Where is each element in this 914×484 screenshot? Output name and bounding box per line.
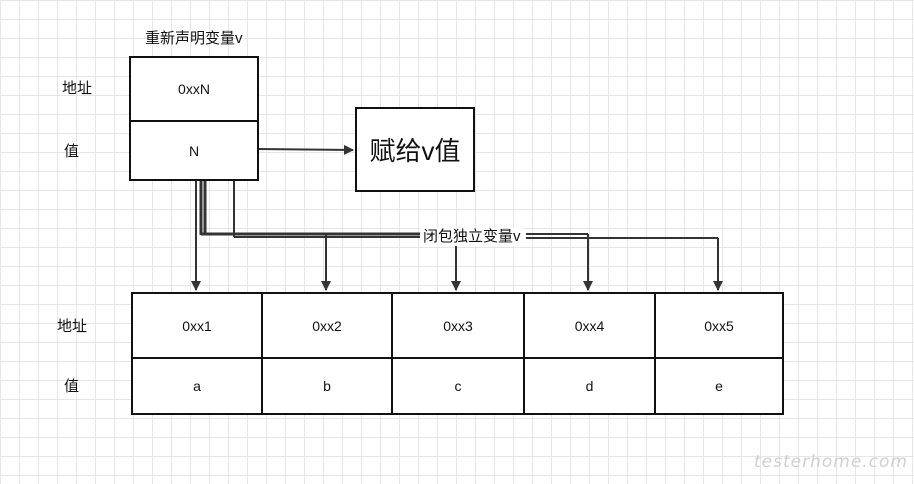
redeclare-caption: 重新声明变量v <box>145 30 243 47</box>
value-text: d <box>585 378 594 394</box>
closure-variable-label: 闭包独立变量v <box>421 228 523 246</box>
array-address-cell-3: 0xx3 <box>391 292 525 359</box>
array-address-cell-1: 0xx1 <box>131 292 263 359</box>
address-text: 0xx2 <box>312 317 342 334</box>
array-value-cell-4: d <box>523 357 656 415</box>
top-value-label: 值 <box>64 143 80 160</box>
array-address-label: 地址 <box>57 318 88 335</box>
array-value-label: 值 <box>64 378 80 395</box>
array-value-cell-2: b <box>261 357 393 415</box>
assign-value-box: 赋给v值 <box>355 107 475 192</box>
address-text: 0xx3 <box>443 317 473 334</box>
arrow-to-assign <box>257 144 354 155</box>
top-address-label: 地址 <box>62 80 93 97</box>
top-value-cell: N <box>129 120 259 181</box>
value-text: b <box>323 378 331 394</box>
top-address-text: 0xxN <box>178 81 210 97</box>
array-value-cell-3: c <box>391 357 525 415</box>
array-address-cell-2: 0xx2 <box>261 292 393 359</box>
array-address-cell-4: 0xx4 <box>523 292 656 359</box>
address-text: 0xx1 <box>182 317 212 334</box>
array-address-cell-5: 0xx5 <box>654 292 784 359</box>
address-text: 0xx4 <box>574 317 605 334</box>
value-text: a <box>193 378 201 394</box>
top-value-text: N <box>188 142 200 159</box>
value-text: c <box>454 378 462 394</box>
watermark: testerhome.com <box>753 452 908 472</box>
array-value-cell-5: e <box>654 357 784 415</box>
address-text: 0xx5 <box>704 317 734 334</box>
array-value-cell-1: a <box>131 357 263 415</box>
top-address-cell: 0xxN <box>129 56 259 122</box>
value-text: e <box>715 378 723 394</box>
assign-value-text: 赋给v值 <box>369 136 461 166</box>
